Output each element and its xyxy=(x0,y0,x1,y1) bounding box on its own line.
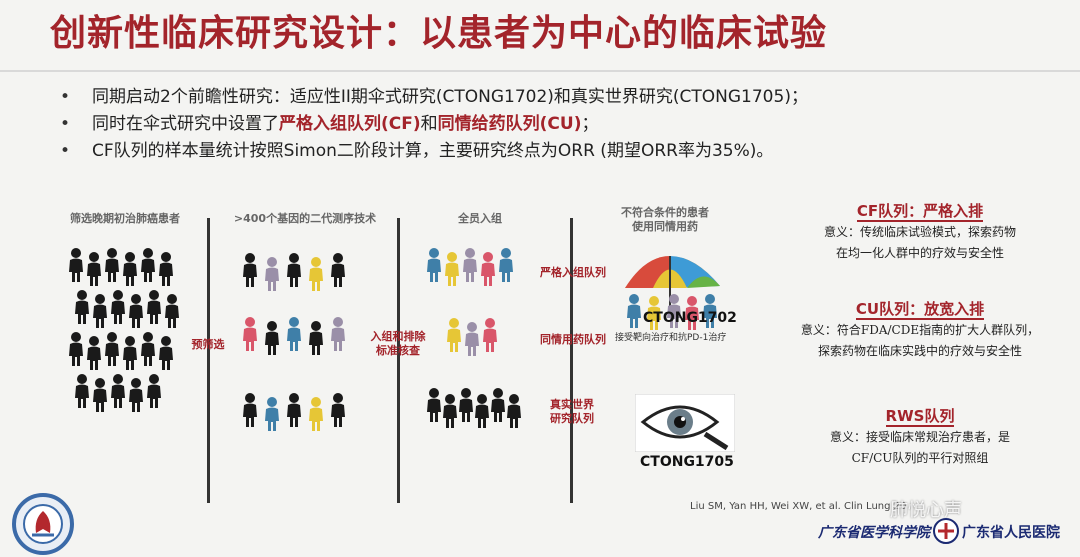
umbrella-icon xyxy=(625,256,720,330)
cf-panel-title: CF队列：严格入排 xyxy=(790,200,1050,222)
citation: Liu SM, Yan HH, Wei XW, et al. Clin Lung… xyxy=(690,501,906,512)
cohort-cf-label: 严格入组队列 xyxy=(540,266,606,279)
cf-cohort-panel: CF队列：严格入排 意义：传统临床试验模式，探索药物 在均一化人群中的疗效与安全… xyxy=(790,200,1050,264)
ngs-groups xyxy=(243,253,345,431)
col-head-ngs: >400个基因的二代测序技术 xyxy=(233,212,377,225)
cf-panel-title-text: CF队列：严格入排 xyxy=(856,202,984,222)
cohort-rws-label: 真实世界 研究队列 xyxy=(550,398,594,426)
eye-magnifier-icon xyxy=(635,394,735,452)
bullet-text: 和 xyxy=(420,114,438,134)
bullet-item-1: 同期启动2个前瞻性研究：适应性II期伞式研究(CTONG1702)和真实世界研究… xyxy=(60,84,1040,111)
watermark-text: 肺悦心声 xyxy=(890,500,962,521)
hospital-logo-icon xyxy=(12,493,74,555)
bullet-text: ； xyxy=(581,114,599,134)
study-design-diagram: 筛选晚期初治肺癌患者 >400个基因的二代测序技术 全员入组 不符合条件的患者 … xyxy=(55,198,815,510)
screening-crowd xyxy=(69,248,179,412)
bullet-highlight-cu: 同情给药队列(CU) xyxy=(437,114,582,134)
col-head-compassionate-line1: 不符合条件的患者 xyxy=(621,206,709,219)
col-head-enroll-all: 全员入组 xyxy=(458,212,502,225)
ctong1705-label: CTONG1705 xyxy=(640,454,734,470)
bullet-text: 同时在伞式研究中设置了 xyxy=(92,114,279,134)
citation-tail: 20 xyxy=(893,501,907,512)
cohort-cu-label: 同情用药队列 xyxy=(540,333,606,346)
bullet-item-3: CF队列的样本量统计按照Simon二阶段计算，主要研究终点为ORR (期望ORR… xyxy=(60,138,1040,165)
ctong1702-sublabel: 接受靶向治疗和抗PD-1治疗 xyxy=(615,333,727,343)
institute-emblem-icon xyxy=(933,518,959,544)
title-divider xyxy=(0,70,1080,72)
slide-title: 创新性临床研究设计：以患者为中心的临床试验 xyxy=(50,13,828,54)
enroll-check-label: 入组和排除 标准核查 xyxy=(363,330,433,358)
citation-text: Liu SM, Yan HH, Wei XW, et al. Clin Lung xyxy=(690,501,891,512)
divider-line-2 xyxy=(397,218,400,503)
bullet-list: 同期启动2个前瞻性研究：适应性II期伞式研究(CTONG1702)和真实世界研究… xyxy=(60,84,1040,165)
divider-line-3 xyxy=(570,218,573,503)
col-head-compassionate: 不符合条件的患者 使用同情用药 xyxy=(600,206,730,234)
institute-name-academy: 广东省医学科学院 xyxy=(818,525,930,541)
col-head-screening: 筛选晚期初治肺癌患者 xyxy=(70,212,180,225)
rws-panel-line2: CF/CU队列的平行对照组 xyxy=(851,451,989,465)
institute-name-hospital: 广东省人民医院 xyxy=(962,525,1060,541)
rws-cohort-panel: RWS队列 意义：接受临床常规治疗患者，是 CF/CU队列的平行对照组 xyxy=(790,405,1050,469)
bullet-text: CF队列的样本量统计按照Simon二阶段计算，主要研究终点为ORR (期望ORR… xyxy=(92,141,774,161)
bullet-highlight-cf: 严格入组队列(CF) xyxy=(279,114,421,134)
ctong1702-label: CTONG1702 xyxy=(643,310,737,326)
divider-line-1 xyxy=(207,218,210,503)
cu-cohort-panel: CU队列：放宽入排 意义：符合FDA/CDE指南的扩大人群队列， 探索药物在临床… xyxy=(790,298,1050,362)
rws-panel-line1: 意义：接受临床常规治疗患者，是 xyxy=(829,430,1010,444)
rws-panel-title-text: RWS队列 xyxy=(885,407,955,427)
cu-panel-line1: 意义：符合FDA/CDE指南的扩大人群队列， xyxy=(800,323,1040,337)
cu-panel-title: CU队列：放宽入排 xyxy=(790,298,1050,320)
cf-panel-line1: 意义：传统临床试验模式，探索药物 xyxy=(823,225,1016,239)
cohort-rws-line2: 研究队列 xyxy=(550,412,594,425)
enroll-check-line2: 标准核查 xyxy=(376,344,420,357)
rws-panel-title: RWS队列 xyxy=(790,405,1050,427)
bullet-item-2: 同时在伞式研究中设置了严格入组队列(CF)和同情给药队列(CU)； xyxy=(60,111,1040,138)
col-head-compassionate-line2: 使用同情用药 xyxy=(632,220,698,233)
cohort-rws-line1: 真实世界 xyxy=(550,398,594,411)
cu-panel-line2: 探索药物在临床实践中的疗效与安全性 xyxy=(817,344,1022,358)
cu-panel-title-text: CU队列：放宽入排 xyxy=(855,300,985,320)
cf-panel-line2: 在均一化人群中的疗效与安全性 xyxy=(835,246,1004,260)
prescreen-label: 预筛选 xyxy=(191,338,225,351)
enroll-check-line1: 入组和排除 xyxy=(370,330,426,343)
enrolled-groups xyxy=(427,248,521,428)
bullet-text: 同期启动2个前瞻性研究：适应性II期伞式研究(CTONG1702)和真实世界研究… xyxy=(92,87,808,107)
